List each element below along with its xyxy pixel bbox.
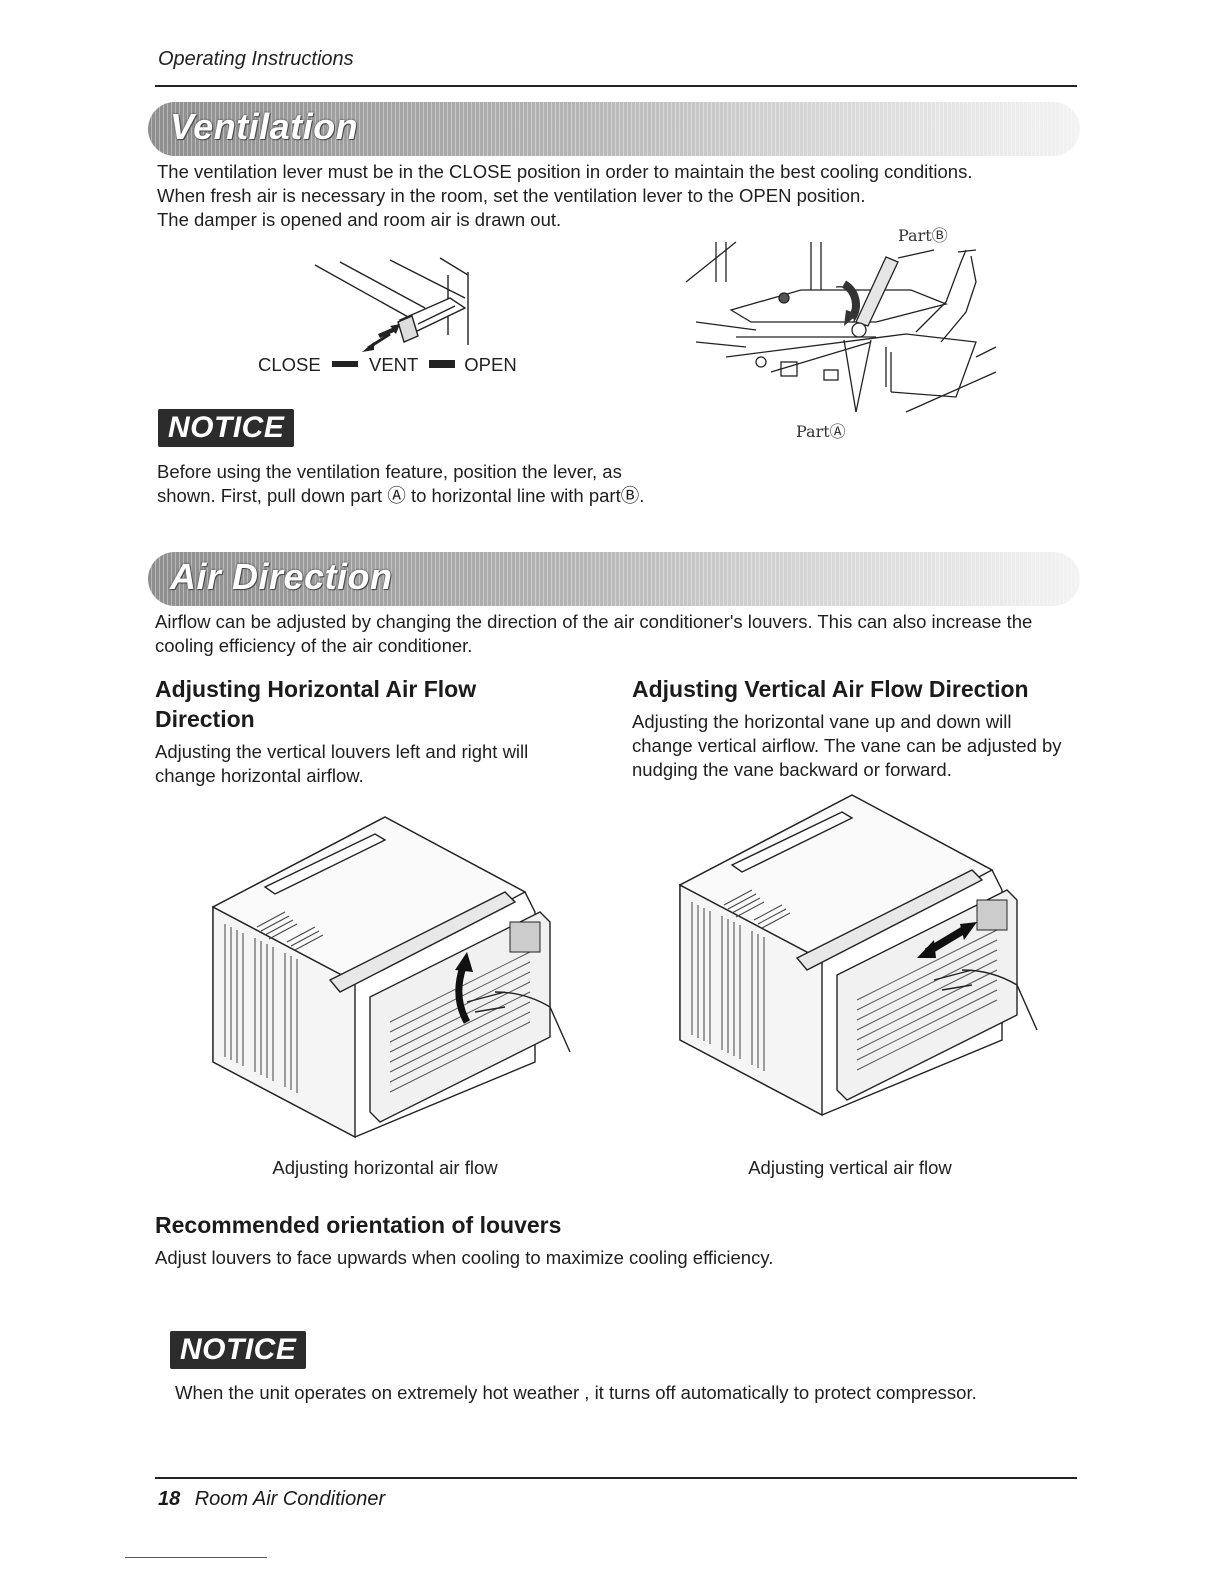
recommended-text: Adjust louvers to face upwards when cool…: [155, 1247, 774, 1268]
recommended-heading: Recommended orientation of louvers: [155, 1212, 562, 1238]
hand-outline: [961, 969, 1038, 1031]
footnote-separator: [125, 1557, 267, 1558]
front-louvers: [389, 951, 531, 1093]
text-line: Adjusting the vertical louvers left and …: [155, 741, 529, 762]
ac-horizontal-illustration: [211, 816, 571, 1139]
damper-mechanism-diagram: PartⒷ PartⒶ: [685, 226, 997, 441]
banner-texture: [148, 102, 1080, 156]
banner-texture: [148, 552, 1080, 606]
side-grille: [691, 889, 791, 1071]
ventilation-line: The ventilation lever must be in the CLO…: [157, 161, 973, 182]
ventilation-line: The damper is opened and room air is dra…: [157, 209, 562, 230]
lever-open-label: OPEN: [464, 354, 517, 375]
footer-rule: [155, 1477, 1077, 1479]
horizontal-caption: Adjusting horizontal air flow: [272, 1157, 498, 1178]
lever-arrow: [378, 324, 400, 338]
horizontal-text: Adjusting the vertical louvers left and …: [155, 740, 575, 788]
control-panel: [976, 899, 1008, 931]
ventilation-title: Ventilation: [170, 106, 359, 147]
up-arrow: [455, 965, 471, 1024]
ac-vertical-illustration: [678, 794, 1038, 1117]
air-direction-banner: Air Direction: [148, 552, 1080, 606]
ventilation-banner: Ventilation: [148, 102, 1080, 156]
lever-close-label: CLOSE: [258, 354, 321, 375]
intro-line: Airflow can be adjusted by changing the …: [155, 611, 1033, 632]
intro-line: cooling efficiency of the air conditione…: [155, 635, 473, 656]
vent-lever-diagram: [314, 257, 469, 352]
text-line: change horizontal airflow.: [155, 765, 364, 786]
page-footer: 18 Room Air Conditioner: [158, 1488, 385, 1511]
ventilation-line: When fresh air is necessary in the room,…: [157, 185, 866, 206]
horizontal-heading: Adjusting Horizontal Air Flow Direction: [155, 674, 575, 734]
text-line: change vertical airflow. The vane can be…: [632, 735, 1062, 756]
vertical-caption: Adjusting vertical air flow: [748, 1157, 952, 1178]
lever-mark: [331, 361, 358, 368]
front-louvers: [856, 929, 998, 1071]
text-line: Adjusting the horizontal vane up and dow…: [632, 711, 1012, 732]
header-rule: [155, 85, 1077, 87]
notice-line: Before using the ventilation feature, po…: [157, 461, 622, 482]
vertical-text: Adjusting the horizontal vane up and dow…: [632, 710, 1082, 782]
hand-outline: [494, 991, 571, 1053]
control-panel: [509, 921, 541, 953]
side-grille: [224, 911, 324, 1093]
notice-badge: NOTICE: [170, 1331, 307, 1369]
vertical-heading: Adjusting Vertical Air Flow Direction: [632, 676, 1029, 702]
air-direction-title: Air Direction: [170, 556, 393, 597]
ventilation-notice-text: Before using the ventilation feature, po…: [157, 460, 717, 508]
footer-title: Room Air Conditioner: [194, 1488, 386, 1510]
text-line: nudging the vane backward or forward.: [632, 759, 952, 780]
notice-badge: NOTICE: [158, 409, 295, 447]
running-header: Operating Instructions: [158, 48, 354, 70]
lever-scale: CLOSE VENT OPEN: [258, 354, 517, 376]
lever-mark: [429, 360, 456, 369]
page-number: 18: [158, 1488, 181, 1510]
air-direction-intro: Airflow can be adjusted by changing the …: [155, 610, 1075, 658]
part-a-label: PartⒶ: [796, 422, 846, 441]
part-b-label: PartⒷ: [898, 226, 948, 245]
heading-line: Adjusting Horizontal Air Flow: [155, 676, 477, 702]
heading-line: Direction: [155, 706, 255, 732]
ventilation-paragraph: The ventilation lever must be in the CLO…: [157, 160, 1077, 232]
notice-line: shown. First, pull down part Ⓐ to horizo…: [157, 485, 645, 506]
lever-vent-label: VENT: [369, 354, 419, 375]
notice-text: When the unit operates on extremely hot …: [175, 1382, 977, 1403]
